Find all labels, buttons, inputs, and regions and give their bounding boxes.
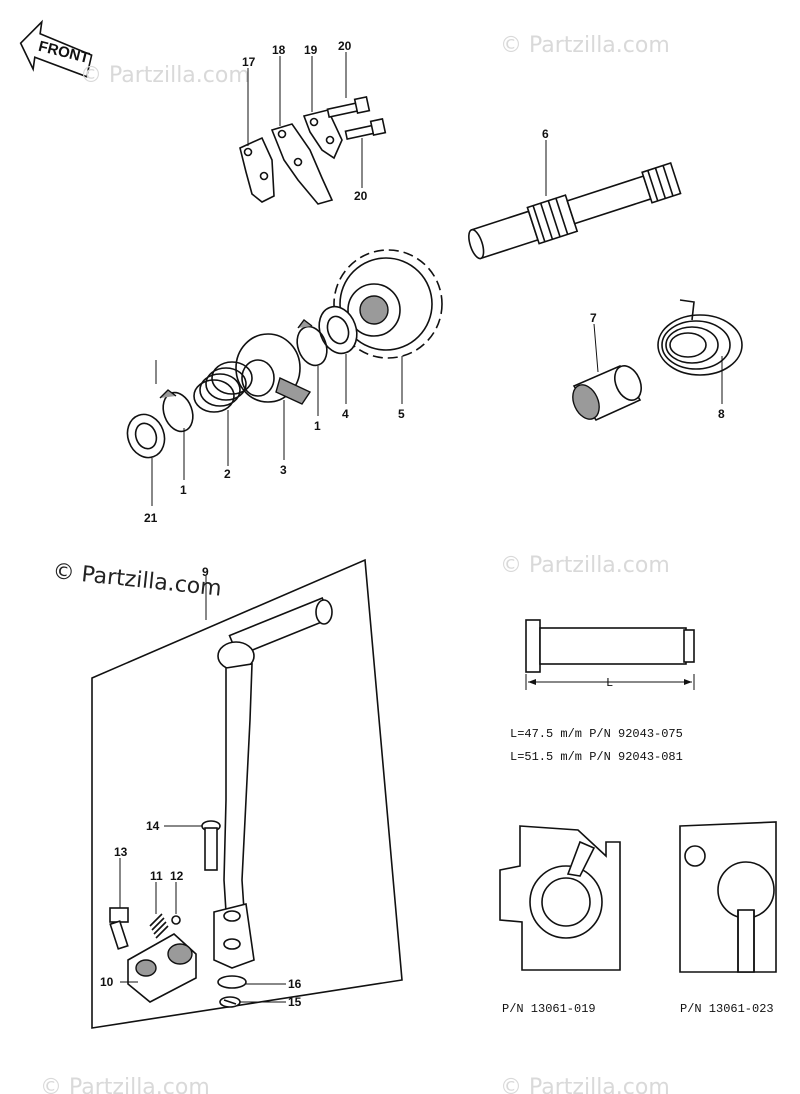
callout-16: 16 bbox=[288, 977, 302, 991]
plate-18 bbox=[270, 123, 334, 205]
plate-17 bbox=[239, 136, 275, 203]
watermark: © Partzilla.com bbox=[500, 553, 670, 578]
watermark: © Partzilla.com bbox=[80, 63, 250, 88]
callout-13: 13 bbox=[114, 845, 128, 859]
bolt-13 bbox=[109, 907, 129, 950]
spring-guide-7 bbox=[572, 364, 642, 422]
washer-21 bbox=[126, 413, 166, 459]
spring-2 bbox=[193, 361, 253, 413]
callout-15: 15 bbox=[288, 995, 302, 1009]
callout-1: 1 bbox=[314, 419, 321, 433]
shim-label-1: P/N 13061-019 bbox=[502, 1002, 596, 1016]
ball-12 bbox=[171, 915, 181, 925]
callout-6: 6 bbox=[542, 127, 549, 141]
shim-13061-023 bbox=[679, 821, 777, 973]
kick-shaft-6 bbox=[468, 162, 682, 260]
washer-16 bbox=[217, 975, 247, 989]
shim-13061-019 bbox=[499, 825, 621, 971]
watermark: © Partzilla.com bbox=[500, 1075, 670, 1094]
bolt-20-lower bbox=[344, 117, 387, 140]
washer-4 bbox=[318, 305, 358, 355]
callout-19: 19 bbox=[304, 43, 318, 57]
callout-3: 3 bbox=[280, 463, 287, 477]
watermark: © Partzilla.com bbox=[500, 33, 670, 58]
boss-10 bbox=[127, 933, 197, 1003]
callout-14: 14 bbox=[146, 819, 160, 833]
callout-18: 18 bbox=[272, 43, 286, 57]
callout-5: 5 bbox=[398, 407, 405, 421]
callout-21: 21 bbox=[144, 511, 158, 525]
callout-10: 10 bbox=[100, 975, 114, 989]
callout-2: 2 bbox=[224, 467, 231, 481]
callout-4: 4 bbox=[342, 407, 349, 421]
watermark-main: © Partzilla.com bbox=[51, 559, 222, 602]
watermark: © Partzilla.com bbox=[40, 1075, 210, 1094]
ratchet-3 bbox=[235, 333, 312, 405]
kick-pedal-box-9 bbox=[91, 558, 403, 1029]
shim-label-2: P/N 13061-023 bbox=[680, 1002, 774, 1016]
pin-spec-1: L=47.5 m/m P/N 92043-075 bbox=[510, 727, 683, 741]
kick-gear-5 bbox=[333, 249, 443, 359]
kick-pedal-9 bbox=[213, 597, 333, 969]
callout-12: 12 bbox=[170, 869, 184, 883]
circlip-1-upper bbox=[296, 319, 328, 367]
spring-11 bbox=[149, 913, 169, 939]
circlip-1-lower bbox=[159, 389, 194, 433]
callout-20: 20 bbox=[338, 39, 352, 53]
leader-lines bbox=[119, 52, 723, 1003]
callout-20: 20 bbox=[354, 189, 368, 203]
callout-8: 8 bbox=[718, 407, 725, 421]
pin-spec-2: L=51.5 m/m P/N 92043-081 bbox=[510, 750, 683, 764]
callout-1: 1 bbox=[180, 483, 187, 497]
callout-11: 11 bbox=[150, 869, 163, 883]
callout-9: 9 bbox=[202, 565, 209, 579]
callout-17: 17 bbox=[242, 55, 256, 69]
return-spring-8 bbox=[657, 299, 743, 376]
pivot-pin-drawing: L bbox=[525, 619, 695, 690]
pin-14 bbox=[201, 820, 221, 871]
clip-15 bbox=[219, 996, 241, 1008]
dimension-label: L bbox=[606, 676, 613, 690]
callout-7: 7 bbox=[590, 311, 597, 325]
bolt-20-upper bbox=[326, 95, 371, 118]
callouts: 17 18 19 20 20 6 7 8 5 4 1 3 2 1 21 9 14… bbox=[100, 39, 725, 1009]
